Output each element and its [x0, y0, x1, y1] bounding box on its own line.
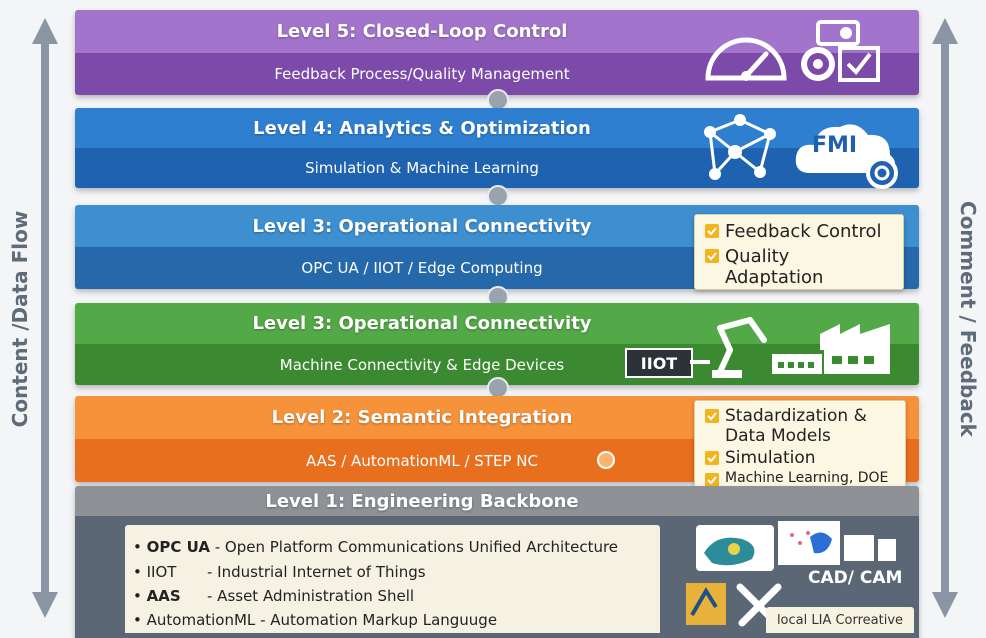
callout-item: Simulation — [705, 448, 895, 468]
callout-item-label: Quality Adaptation — [725, 246, 824, 288]
glossary-desc: - Asset Administration Shell — [207, 587, 415, 605]
callout-item: Feedback Control — [705, 221, 893, 242]
cad-cam-icon — [686, 521, 896, 631]
callout-item: Stadardization & — [705, 406, 895, 426]
level-4-title: Level 4: Analytics & Optimization — [253, 117, 591, 139]
level-3-subtitle: OPC UA / IIOT / Edge Computing — [301, 259, 543, 277]
content-flow-label: Content /Data Flow — [8, 210, 32, 428]
glossary-row: • OPC UA - Open Platform Communications … — [133, 538, 619, 556]
local-tag: local LIA Correative — [766, 607, 914, 633]
cad-cam-label: CAD/ CAM — [808, 568, 903, 588]
check-icon — [705, 224, 719, 238]
level-1-title: Level 1: Engineering Backbone — [265, 490, 579, 512]
marker-dot — [597, 451, 615, 469]
glossary-term: AutomationML — [146, 611, 256, 629]
glossary-term: OPC UA — [146, 538, 210, 556]
level-5-band: Level 5: Closed-Loop Control Feedback Pr… — [75, 10, 919, 95]
glossary-desc: - Automation Markup Languuge — [260, 611, 498, 629]
feedback-callout: Feedback Control Quality Adaptation — [694, 214, 904, 290]
level-3-title: Level 3: Operational Connectivity — [252, 215, 592, 237]
level-5-subtitle: Feedback Process/Quality Management — [274, 64, 570, 83]
check-icon — [705, 473, 719, 487]
level-4-band: Level 4: Analytics & Optimization Simula… — [75, 108, 919, 188]
check-icon — [705, 451, 719, 465]
fmi-label: FMI — [812, 133, 858, 158]
callout-item: Machine Learning, DOE — [705, 470, 895, 487]
callout-item: Data Models — [705, 426, 895, 446]
glossary-term: IIOT — [146, 563, 177, 581]
iiot-tag: IIOT — [625, 348, 693, 378]
check-icon — [705, 249, 719, 263]
callout-item-label: Data Models — [725, 426, 831, 446]
check-icon — [705, 409, 719, 423]
level-2-title: Level 2: Semantic Integration — [271, 407, 573, 428]
cloud-icon — [795, 124, 898, 189]
network-graph-icon — [704, 114, 776, 180]
glossary-row: • AAS- Asset Administration Shell — [133, 587, 415, 605]
glossary-row: • IIOT- Industrial Internet of Things — [133, 563, 426, 581]
feedback-label: Comment / Feedback — [956, 201, 980, 437]
callout-item-label: Simulation — [725, 448, 816, 468]
level-2-subtitle: AAS / AutomationML / STEP NC — [306, 451, 538, 470]
glossary-desc: - Industrial Internet of Things — [207, 563, 426, 581]
glossary-panel: • OPC UA - Open Platform Communications … — [125, 525, 660, 633]
gauge-settings-icon — [705, 20, 880, 82]
robot-factory-icon — [690, 317, 890, 378]
callout-item-label: Stadardization & — [725, 406, 867, 426]
level-3-devices-title: Level 3: Operational Connectivity — [252, 313, 592, 334]
level-5-title: Level 5: Closed-Loop Control — [276, 20, 568, 42]
glossary-desc: - Open Platform Communications Unified A… — [214, 538, 619, 556]
content-flow-arrow — [32, 18, 58, 618]
connector-dot — [487, 185, 509, 207]
callout-item-label: Feedback Control — [725, 221, 882, 242]
feedback-arrow — [932, 18, 958, 618]
level-4-subtitle: Simulation & Machine Learning — [305, 159, 539, 177]
glossary-term: AAS — [146, 587, 181, 605]
callout-item: Quality Adaptation — [705, 246, 893, 288]
callout-item-label: Machine Learning, DOE — [725, 470, 889, 486]
level-3-devices-subtitle: Machine Connectivity & Edge Devices — [279, 355, 565, 374]
glossary-row: • AutomationML - Automation Markup Langu… — [133, 611, 498, 629]
